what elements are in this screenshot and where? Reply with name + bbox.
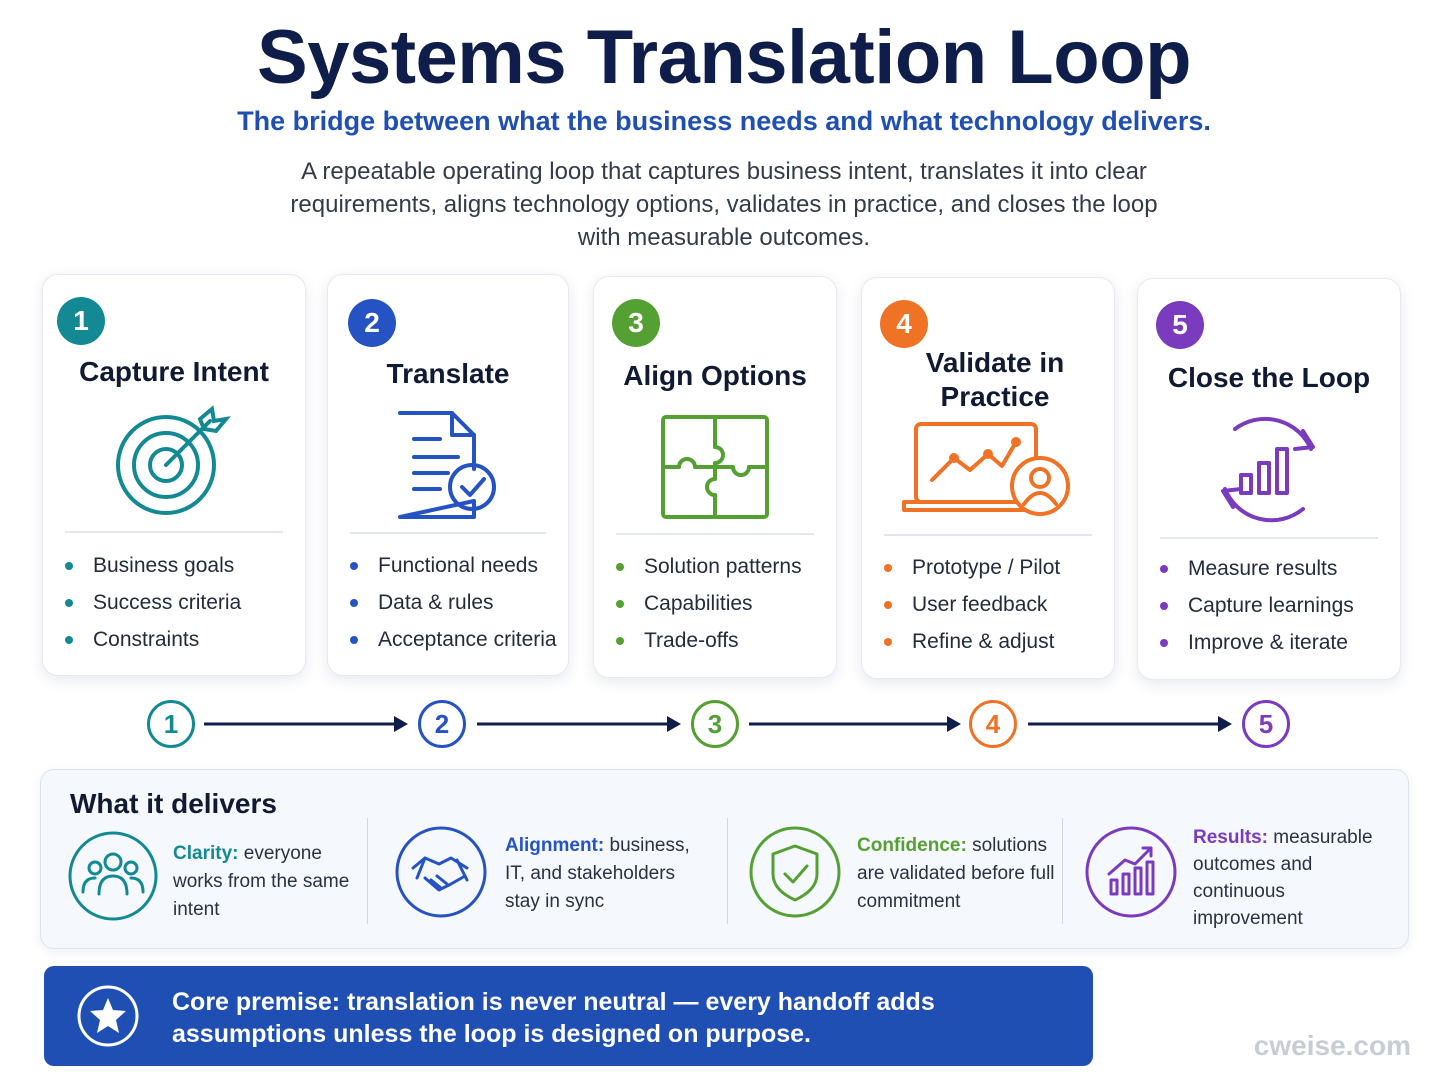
- stage-title: Capture Intent: [79, 356, 269, 387]
- list-item: Acceptance criteria: [350, 621, 557, 658]
- stage-badge: 5: [1156, 301, 1204, 349]
- page-title: Systems Translation Loop: [257, 15, 1192, 100]
- list-item: Solution patterns: [616, 548, 802, 585]
- card-divider: [616, 533, 814, 535]
- flow-step-2: 2: [418, 700, 466, 748]
- stage-list: Measure results Capture learnings Improv…: [1160, 550, 1354, 661]
- stage-card-align-options: 3 Align Options Solution patterns Capabi…: [593, 276, 837, 678]
- growth-chart-icon: [1085, 818, 1179, 927]
- star-icon: [76, 984, 140, 1053]
- stage-card-capture-intent: 1 Capture Intent Business goals Success …: [42, 274, 306, 676]
- deliver-text: Results: measurable outcomes and continu…: [1193, 827, 1373, 929]
- stage-title: Align Options: [623, 360, 807, 391]
- stage-card-close-the-loop: 5 Close the Loop Measure results Capture…: [1137, 278, 1401, 680]
- list-item: Capabilities: [616, 585, 802, 622]
- flow-step-5: 5: [1242, 700, 1290, 748]
- page-subtitle: The bridge between what the business nee…: [237, 106, 1211, 136]
- arrow-right-icon: [1028, 716, 1232, 732]
- stage-list: Business goals Success criteria Constrai…: [65, 547, 241, 658]
- card-divider: [884, 534, 1092, 536]
- delivers-title: What it delivers: [70, 788, 277, 819]
- shield-check-icon: [749, 818, 843, 927]
- deliver-text: Clarity: everyone works from the same in…: [173, 843, 350, 920]
- premise-banner: Core premise: translation is never neutr…: [44, 966, 1093, 1066]
- stage-list: Solution patterns Capabilities Trade-off…: [616, 548, 802, 659]
- arrow-right-icon: [749, 716, 961, 732]
- divider: [727, 818, 728, 924]
- deliver-text: Alignment: business, IT, and stakeholder…: [505, 835, 690, 912]
- stage-title: Translate: [386, 358, 510, 389]
- list-item: Functional needs: [350, 547, 557, 584]
- list-item: Business goals: [65, 547, 241, 584]
- people-group-icon: [67, 818, 159, 927]
- stage-card-translate: 2 Translate Functional needs Data & rule…: [327, 274, 569, 676]
- page-description: A repeatable operating loop that capture…: [290, 158, 1158, 251]
- flow-step-3: 3: [691, 700, 739, 748]
- puzzle-icon: [659, 413, 771, 526]
- card-divider: [65, 531, 283, 533]
- stage-title: Close the Loop: [1167, 362, 1371, 393]
- handshake-icon: [395, 818, 491, 927]
- deliver-text: Confidence: solutions are validated befo…: [857, 835, 1055, 912]
- stage-badge: 2: [348, 299, 396, 347]
- card-divider: [350, 532, 546, 534]
- stage-badge: 1: [57, 297, 105, 345]
- watermark: cweise.com: [1253, 1030, 1411, 1061]
- flow-step-1: 1: [147, 700, 195, 748]
- arrow-right-icon: [477, 716, 681, 732]
- stage-badge: 3: [612, 299, 660, 347]
- card-divider: [1160, 537, 1378, 539]
- stage-list: Prototype / Pilot User feedback Refine &…: [884, 549, 1060, 660]
- list-item: Constraints: [65, 621, 241, 658]
- flow-step-4: 4: [969, 700, 1017, 748]
- divider: [1062, 818, 1063, 924]
- deliver-item-results: Results: measurable outcomes and continu…: [1085, 818, 1395, 929]
- deliver-item-clarity: Clarity: everyone works from the same in…: [67, 818, 367, 928]
- deliver-item-confidence: Confidence: solutions are validated befo…: [749, 818, 1069, 928]
- divider: [367, 818, 368, 924]
- stage-list: Functional needs Data & rules Acceptance…: [350, 547, 557, 658]
- laptop-chart-user-icon: [902, 418, 1074, 523]
- list-item: Refine & adjust: [884, 623, 1060, 660]
- delivers-panel: What it delivers Clarity: everyone works…: [40, 769, 1409, 949]
- flow-sequence: 1 2 3 4 5: [0, 694, 1448, 754]
- list-item: Measure results: [1160, 550, 1354, 587]
- premise-text: Core premise: translation is never neutr…: [172, 988, 935, 1048]
- list-item: User feedback: [884, 586, 1060, 623]
- list-item: Data & rules: [350, 584, 557, 621]
- deliver-item-alignment: Alignment: business, IT, and stakeholder…: [395, 818, 725, 928]
- cycle-chart-icon: [1211, 413, 1327, 530]
- list-item: Improve & iterate: [1160, 624, 1354, 661]
- list-item: Trade-offs: [616, 622, 802, 659]
- stage-title: Validate in Practice: [925, 347, 1065, 412]
- arrow-right-icon: [204, 716, 408, 732]
- list-item: Prototype / Pilot: [884, 549, 1060, 586]
- stage-card-validate-in-practice: 4 Validate in Practice Prototype / Pilot…: [861, 277, 1115, 679]
- target-icon: [114, 405, 234, 530]
- stage-badge: 4: [880, 300, 928, 348]
- list-item: Success criteria: [65, 584, 241, 621]
- list-item: Capture learnings: [1160, 587, 1354, 624]
- document-check-icon: [396, 409, 500, 526]
